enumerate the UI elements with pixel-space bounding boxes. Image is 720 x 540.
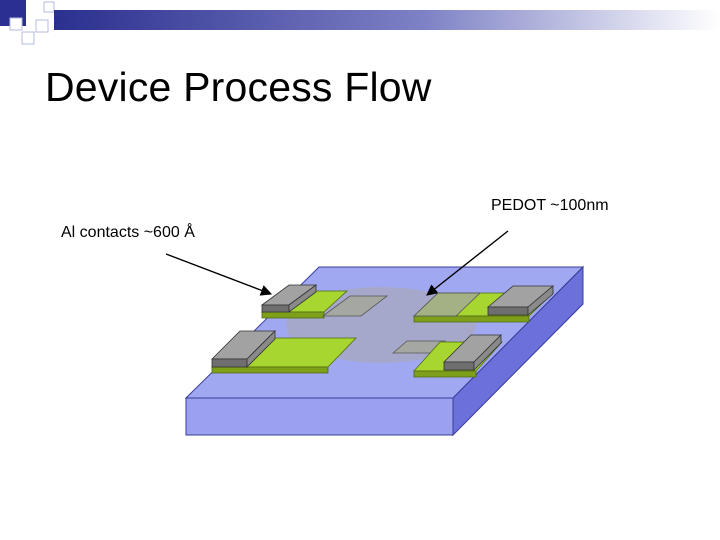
al-contacts-label: Al contacts ~600 Å: [61, 224, 195, 241]
electrode-right-front: [391, 334, 503, 378]
electrode-right-back-front: [413, 315, 530, 323]
substrate-side-face: [452, 265, 584, 437]
electrode-right-front-front: [413, 370, 477, 378]
electrode-left-front-front: [211, 366, 329, 374]
pedot-label: PEDOT ~100nm: [491, 197, 609, 214]
header-square-small-4: [43, 1, 55, 13]
electrode-left-back-overlap: [321, 295, 389, 317]
al-contacts-arrow: [165, 253, 273, 296]
header-gradient-bar: [54, 10, 720, 30]
header-square-small-2: [21, 31, 35, 45]
pedot-arrow: [426, 230, 509, 296]
electrode-right-back: [413, 285, 555, 323]
electrode-right-front-overlap: [391, 340, 447, 354]
header-square-small-1: [9, 17, 23, 31]
al-contact-left-back-side: [288, 284, 317, 313]
electrode-left-back: [260, 284, 389, 319]
al-contact-left-front-side: [246, 330, 276, 368]
al-contact-right-front-side: [473, 334, 502, 371]
al-contact-left-back-front: [261, 304, 290, 313]
electrode-left-back-front: [261, 311, 325, 319]
electrode-left-front: [211, 330, 357, 374]
header-decoration: [0, 0, 720, 45]
al-contact-right-front-front: [443, 361, 475, 371]
substrate-front-face: [185, 397, 454, 436]
al-contact-right-back-side: [527, 285, 554, 316]
al-contact-right-back-front: [487, 306, 529, 316]
electrode-right-back-overlap: [413, 292, 481, 317]
header-square-small-3: [35, 19, 49, 33]
slide-title: Device Process Flow: [45, 64, 432, 110]
al-contact-left-front-front: [211, 358, 248, 368]
